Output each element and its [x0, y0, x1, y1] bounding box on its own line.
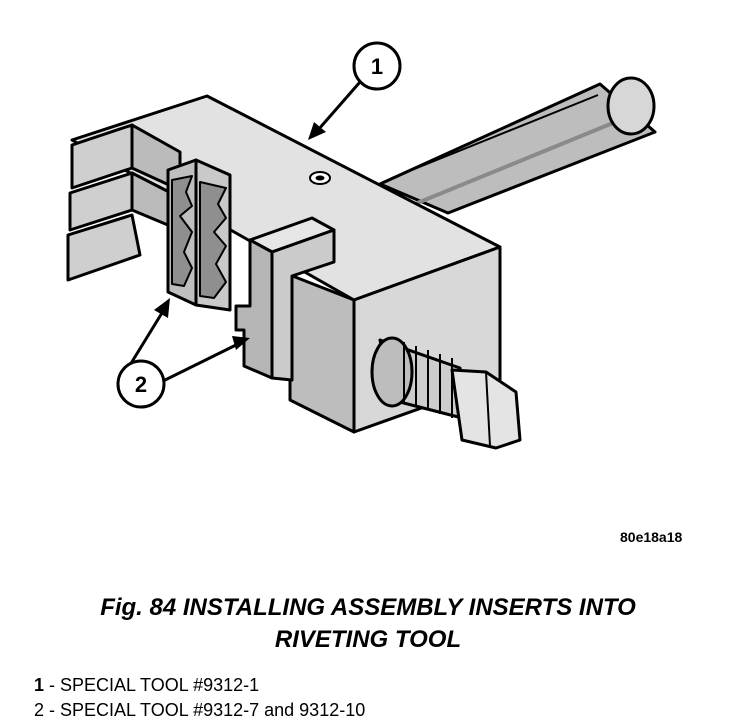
caption-line-2: RIVETING TOOL	[274, 626, 462, 653]
callout-1: 1	[352, 41, 402, 91]
callout-2: 2	[116, 359, 166, 409]
leader-lines	[128, 81, 362, 387]
riveting-tool-illustration: 1 2	[66, 41, 657, 450]
leader-arrowheads	[154, 122, 326, 350]
legend-separator: -	[44, 675, 61, 695]
caption-line-1: Fig. 84 INSTALLING ASSEMBLY INSERTS INTO	[100, 594, 636, 621]
assembly-inserts	[166, 158, 232, 312]
legend-number: 2	[34, 700, 45, 720]
figure-caption: Fig. 84 INSTALLING ASSEMBLY INSERTS INTO…	[0, 592, 736, 656]
legend-text: SPECIAL TOOL #9312-7 and 9312-10	[60, 700, 366, 720]
legend-number: 1	[34, 675, 45, 695]
threaded-screw	[370, 336, 522, 450]
legend-separator: -	[44, 700, 61, 720]
legend: 1 - SPECIAL TOOL #9312-1 2 - SPECIAL TOO…	[34, 673, 365, 723]
legend-item: 2 - SPECIAL TOOL #9312-7 and 9312-10	[34, 698, 365, 723]
clamp-jaw	[234, 216, 336, 382]
figure-code: 80e18a18	[620, 529, 683, 545]
callout-2-number: 2	[135, 372, 147, 397]
legend-text: SPECIAL TOOL #9312-1	[60, 675, 260, 695]
handle-rod	[378, 76, 657, 215]
callout-1-number: 1	[371, 54, 383, 79]
legend-item: 1 - SPECIAL TOOL #9312-1	[34, 673, 365, 698]
tool-prongs	[66, 123, 182, 282]
